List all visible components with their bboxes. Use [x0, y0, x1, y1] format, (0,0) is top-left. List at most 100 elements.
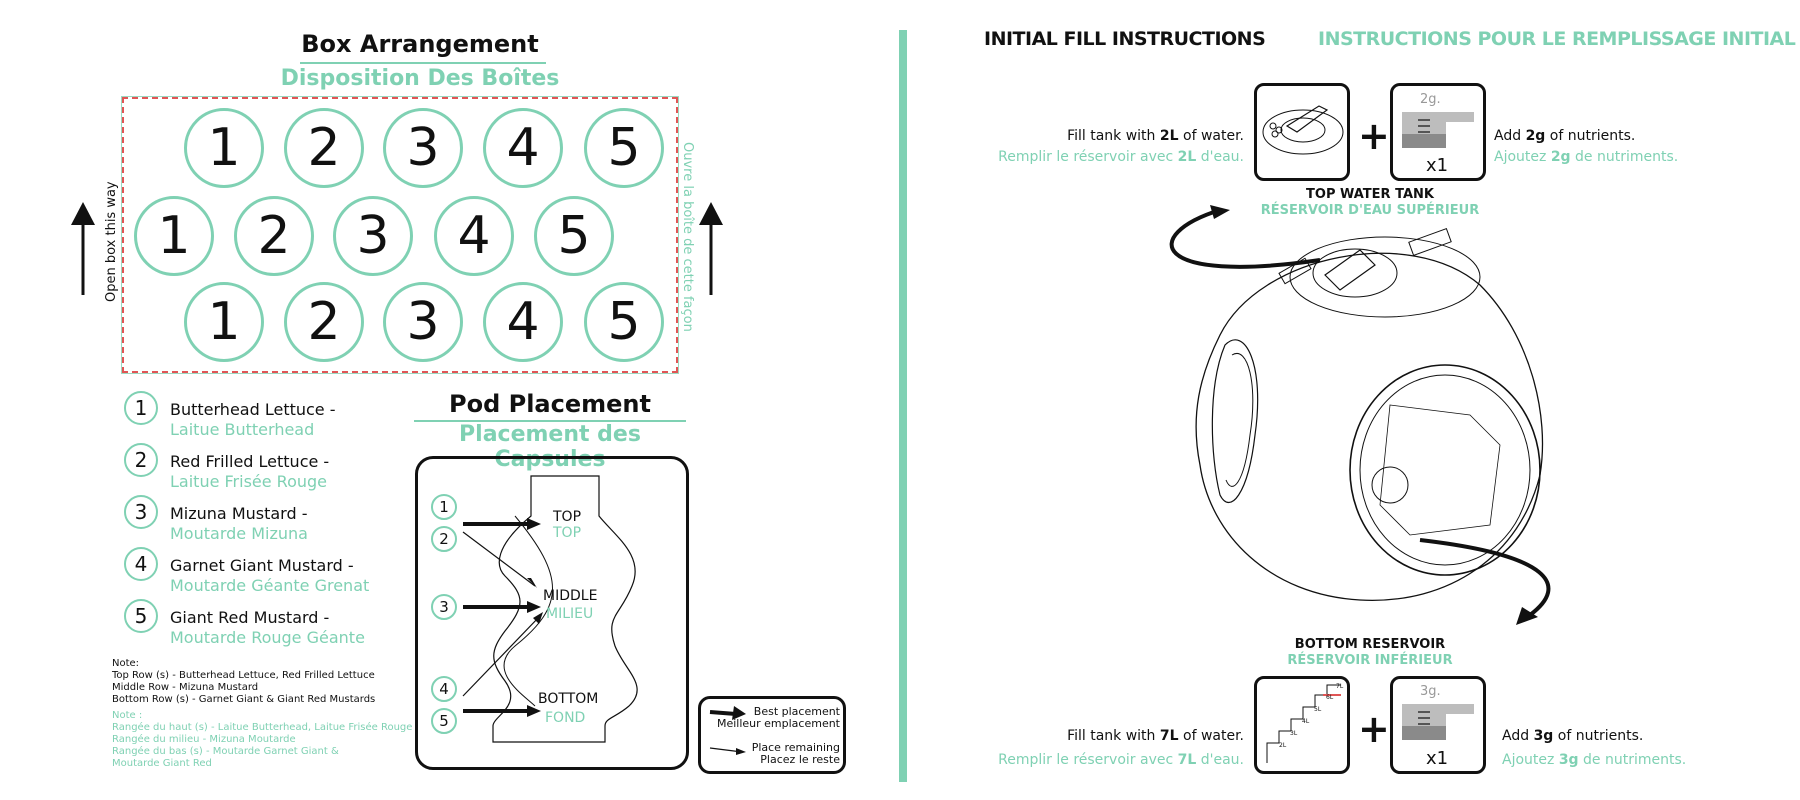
- pod-number: 5: [431, 708, 457, 734]
- top-tank-label-fr: RÉSERVOIR D'EAU SUPÉRIEUR: [1260, 203, 1480, 218]
- title-underline: [414, 420, 686, 422]
- bottom-scoop-image: [1390, 676, 1486, 774]
- box-slot: 2: [234, 196, 314, 276]
- text: Remplir le réservoir avec: [998, 752, 1178, 768]
- plus-icon: +: [1358, 707, 1390, 751]
- value: 2g: [1525, 128, 1546, 144]
- growing-device-illustration: [1169, 205, 1551, 625]
- note-line: Middle Row - Mizuna Mustard: [112, 682, 259, 693]
- level-mark: 4L: [1302, 718, 1310, 725]
- top-nutrient-instruction-fr: Ajoutez 2g de nutriments.: [1494, 149, 1678, 165]
- key-best: Best placement Meilleur emplacement: [716, 706, 840, 730]
- value: 2L: [1177, 149, 1197, 165]
- text: Fill tank with: [1067, 128, 1160, 144]
- top-tank-image: [1254, 83, 1350, 181]
- seed-box: [121, 96, 679, 374]
- note-label-fr: Note :: [112, 710, 143, 721]
- top-scoop-image: [1390, 83, 1486, 181]
- scoop-multiplier: x1: [1426, 748, 1449, 769]
- legend-name-fr: Moutarde Géante Grenat: [170, 576, 370, 595]
- box-slot: 4: [483, 282, 563, 362]
- legend-name: Red Frilled Lettuce -: [170, 452, 330, 471]
- plus-icon: +: [1358, 114, 1390, 158]
- top-label: TOP: [553, 509, 582, 525]
- pod-placement-title-fr: Placement des Capsules: [459, 422, 641, 472]
- text: Add: [1502, 728, 1534, 744]
- bottom-label: BOTTOM: [538, 691, 599, 707]
- box-slot: 1: [134, 196, 214, 276]
- legend-number: 4: [124, 547, 158, 581]
- note-label: Note:: [112, 658, 140, 669]
- box-slot: 3: [383, 282, 463, 362]
- text: Ajoutez: [1494, 149, 1551, 165]
- top-nutrient-instruction: Add 2g of nutrients.: [1494, 128, 1635, 144]
- box-arrangement-title: Box Arrangement: [301, 30, 539, 58]
- text: Add: [1494, 128, 1526, 144]
- bottom-fill-instruction-fr: Remplir le réservoir avec 7L d'eau.: [860, 752, 1244, 768]
- bottom-label-fr: FOND: [545, 710, 586, 726]
- bottom-tank-label-fr: RÉSERVOIR INFÉRIEUR: [1287, 653, 1453, 668]
- text: of nutrients.: [1545, 128, 1636, 144]
- pod-diagram: [462, 475, 638, 743]
- text: Remplir le réservoir avec: [998, 149, 1178, 165]
- value: 2g: [1550, 149, 1571, 165]
- scoop-size-label: 2g.: [1420, 92, 1441, 107]
- note-line-fr: Moutarde Giant Red: [112, 758, 212, 769]
- legend-name: Giant Red Mustard -: [170, 608, 330, 627]
- value: 3g: [1558, 752, 1579, 768]
- scoop-icon: [1402, 112, 1474, 148]
- text: d'eau.: [1196, 752, 1244, 768]
- level-mark: 7L: [1336, 683, 1344, 690]
- box-slot: 5: [534, 196, 614, 276]
- box-slot: 3: [383, 108, 463, 188]
- legend-name: Butterhead Lettuce -: [170, 400, 336, 419]
- middle-label: MIDDLE: [543, 588, 598, 604]
- middle-label-fr: MILIEU: [546, 606, 594, 622]
- bottom-nutrient-instruction-fr: Ajoutez 3g de nutriments.: [1502, 752, 1686, 768]
- open-box-label: Open box this way: [104, 181, 119, 302]
- key-best-label-fr: Meilleur emplacement: [716, 717, 840, 730]
- key-rest-label: Place remaining: [751, 741, 840, 754]
- note-en: Note: Top Row (s) - Butterhead Lettuce, …: [112, 658, 375, 706]
- legend-name-fr: Moutarde Mizuna: [170, 524, 308, 543]
- box-slot: 4: [434, 196, 514, 276]
- box-slot: 1: [184, 282, 264, 362]
- text: Fill tank with: [1067, 728, 1160, 744]
- key-best-label: Best placement: [753, 705, 840, 718]
- scoop-multiplier: x1: [1426, 155, 1449, 176]
- top-fill-instruction-fr: Remplir le réservoir avec 2L d'eau.: [860, 149, 1244, 165]
- note-line-fr: Rangée du haut (s) - Laitue Butterhead, …: [112, 722, 413, 733]
- box-slot: 3: [333, 196, 413, 276]
- legend-name-fr: Laitue Butterhead: [170, 420, 315, 439]
- legend-number: 5: [124, 599, 158, 633]
- top-fill-instruction: Fill tank with 2L of water.: [860, 128, 1244, 144]
- legend-number: 2: [124, 443, 158, 477]
- fill-title: INITIAL FILL INSTRUCTIONS: [984, 28, 1266, 50]
- pod-number: 3: [431, 594, 457, 620]
- legend-number: 3: [124, 495, 158, 529]
- top-tank-label: TOP WATER TANK: [1306, 187, 1434, 202]
- pod-placement-panel: [415, 456, 689, 770]
- level-mark: 3L: [1290, 730, 1298, 737]
- legend-number: 1: [124, 391, 158, 425]
- open-direction-arrow-right: [699, 202, 723, 295]
- open-box-label-fr: Ouvre la boîte de cette façon: [680, 142, 695, 332]
- bottom-fill-instruction: Fill tank with 7L of water.: [860, 728, 1244, 744]
- fill-title-fr: INSTRUCTIONS POUR LE REMPLISSAGE INITIAL: [1318, 28, 1796, 50]
- note-line: Top Row (s) - Butterhead Lettuce, Red Fr…: [112, 670, 375, 681]
- arrow-key-icons: [709, 706, 746, 755]
- pod-number: 1: [431, 494, 457, 520]
- reservoir-levels-icon: [1266, 684, 1341, 763]
- note-fr: Note : Rangée du haut (s) - Laitue Butte…: [112, 710, 412, 770]
- legend-name-fr: Moutarde Rouge Géante: [170, 628, 365, 647]
- note-line-fr: Rangée du milieu - Mizuna Moutarde: [112, 734, 296, 745]
- value: 7L: [1159, 728, 1179, 744]
- scoop-icon: [1402, 704, 1474, 740]
- arrow-key-panel: [698, 696, 846, 774]
- text: d'eau.: [1196, 149, 1244, 165]
- note-line: Bottom Row (s) - Garnet Giant & Giant Re…: [112, 694, 376, 705]
- value: 3g: [1533, 728, 1554, 744]
- bottom-nutrient-instruction: Add 3g of nutrients.: [1502, 728, 1643, 744]
- level-mark: 6L: [1326, 694, 1334, 701]
- box-slot: 2: [284, 282, 364, 362]
